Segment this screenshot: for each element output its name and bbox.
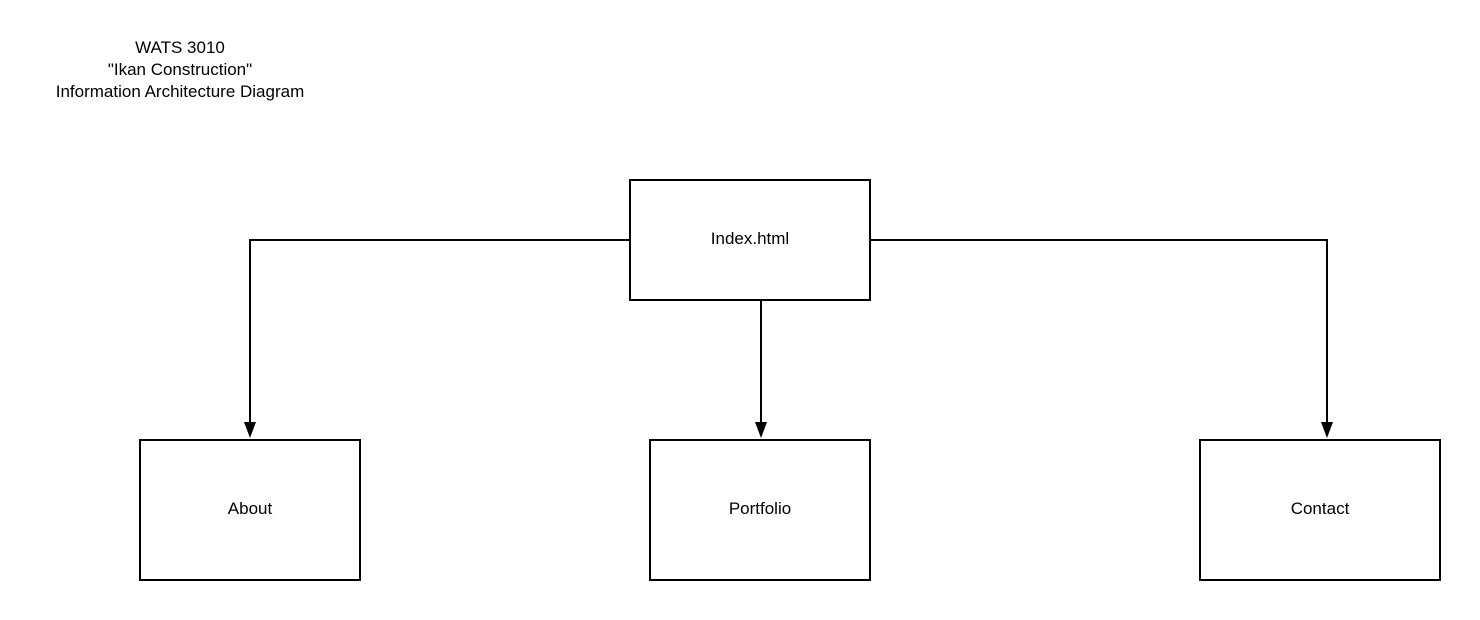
title-project: "Ikan Construction" xyxy=(107,60,253,79)
connector-index-about xyxy=(249,239,630,424)
title-course: WATS 3010 xyxy=(135,38,225,57)
connector-index-contact xyxy=(870,239,1328,424)
node-contact-box xyxy=(1199,439,1441,581)
node-portfolio: Portfolio xyxy=(649,439,871,581)
node-portfolio-box xyxy=(649,439,871,581)
arrowhead-contact xyxy=(1321,422,1333,438)
diagram-title: WATS 3010 "Ikan Construction" Informatio… xyxy=(30,37,330,103)
node-about-box xyxy=(139,439,361,581)
arrowhead-portfolio xyxy=(755,422,767,438)
node-contact: Contact xyxy=(1199,439,1441,581)
arrowhead-about xyxy=(244,422,256,438)
node-about: About xyxy=(139,439,361,581)
node-index-label: Index.html xyxy=(711,229,789,248)
node-contact-label: Contact xyxy=(1291,499,1350,518)
node-portfolio-label: Portfolio xyxy=(729,499,791,518)
node-about-label: About xyxy=(228,499,273,518)
node-index-box xyxy=(629,179,871,301)
node-index: Index.html xyxy=(629,179,871,301)
title-subtitle: Information Architecture Diagram xyxy=(55,82,305,101)
